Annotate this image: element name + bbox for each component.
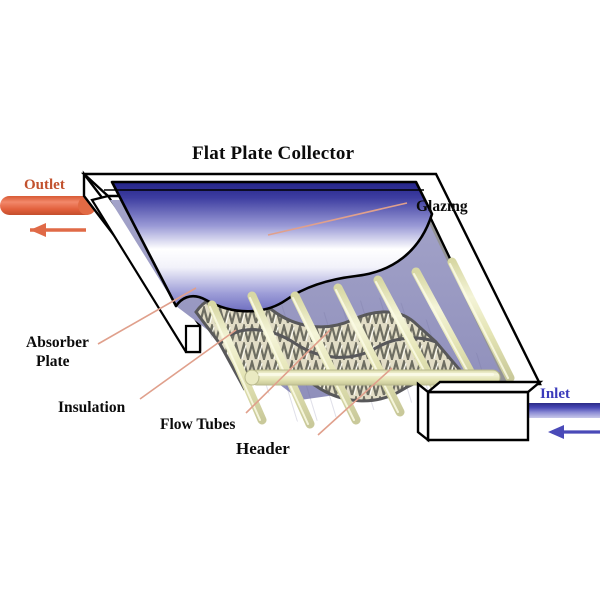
outlet-pipe: [0, 196, 95, 215]
label-flow-tubes: Flow Tubes: [160, 416, 235, 433]
end-housing-top: [424, 380, 544, 394]
collector-assembly: [80, 170, 544, 443]
page-title: Flat Plate Collector: [192, 143, 355, 164]
end-housing-front: [426, 390, 530, 442]
end-housing-side: [416, 381, 430, 443]
header-tube-highlight: [258, 373, 494, 376]
label-insulation: Insulation: [58, 399, 126, 416]
leader-lines: [97, 202, 408, 436]
flow-tube: [207, 300, 267, 425]
header-tube-end-cap: [244, 369, 260, 386]
flow-tube: [447, 257, 515, 383]
label-header: Header: [236, 439, 290, 458]
label-absorber-plate-line2: Plate: [36, 353, 70, 370]
label-glazing: Glazing: [416, 198, 468, 215]
inlet-pipe-group: Inlet: [528, 386, 600, 439]
leader-flow-tubes: [245, 329, 331, 414]
outlet-flow-arrow: [30, 223, 86, 237]
leader-glazing: [267, 202, 408, 236]
outlet-label: Outlet: [24, 177, 65, 193]
inlet-label: Inlet: [540, 386, 570, 402]
label-absorber-plate-line1: Absorber: [26, 334, 89, 351]
outlet-pipe-group: Outlet: [0, 177, 96, 237]
inlet-pipe: [528, 403, 600, 418]
glazing-panel: [110, 180, 434, 313]
flow-tube: [290, 291, 361, 425]
inlet-flow-arrow: [548, 425, 600, 439]
leader-insulation: [139, 329, 237, 400]
header-tube-group: [244, 369, 501, 386]
leader-absorber-plate: [97, 287, 197, 345]
leader-header: [317, 367, 393, 436]
flow-tube: [247, 291, 315, 429]
end-housing-box: [416, 380, 544, 443]
frame-left-foot: [184, 324, 202, 354]
flow-tube: [333, 283, 405, 417]
